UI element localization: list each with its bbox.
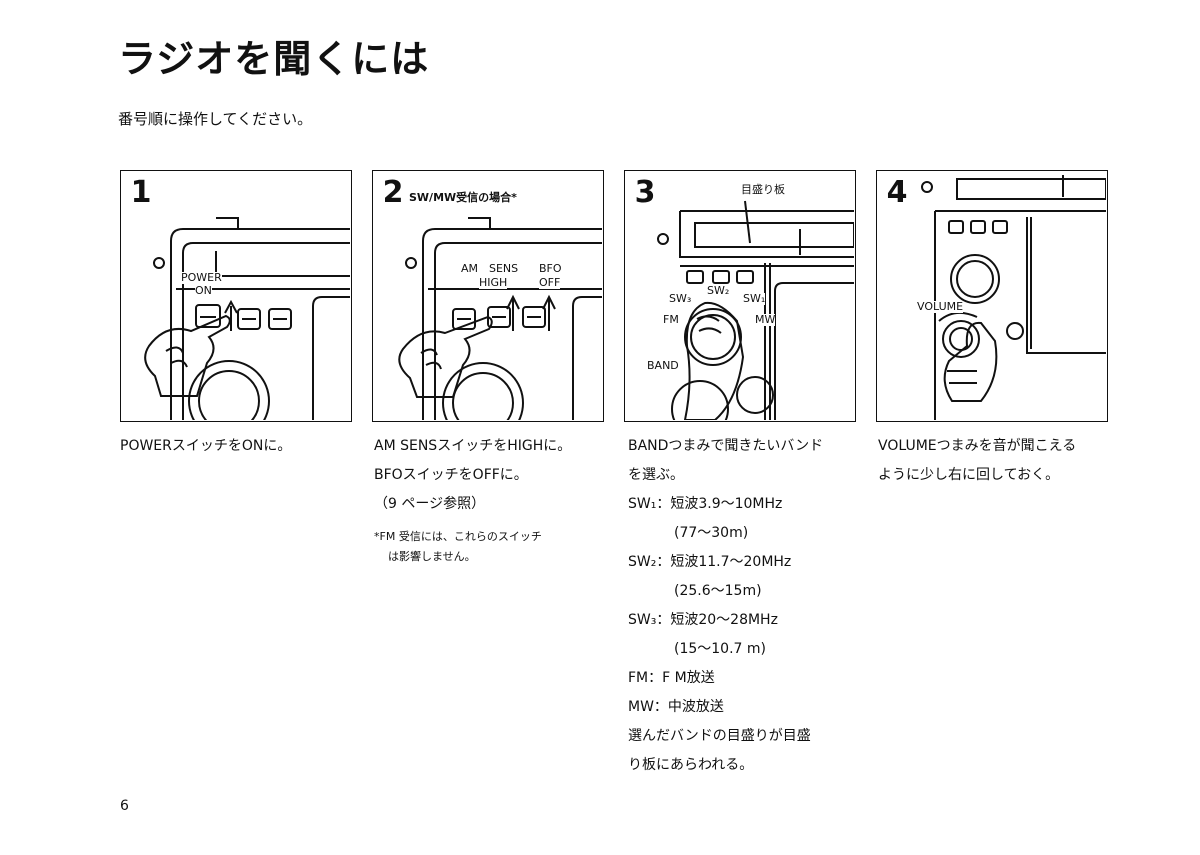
page-number: 6 [120,798,129,814]
step-2-number: 2 [382,175,404,210]
sw-mw-header: SW/MW受信の場合* [409,191,517,204]
step-2-text-line: AM SENSスイッチをHIGHに。 [374,438,572,454]
page-subtitle: 番号順に操作してください。 [118,110,313,128]
sw1-label: SW₁ [743,292,766,305]
step-1-number: 1 [130,175,152,210]
step-1-text-line: POWERスイッチをONに。 [120,438,292,454]
step-3-text-line: (25.6～15m) [674,583,762,599]
radio-volume-knob-drawing [921,175,1106,420]
sens-label: SENS [489,262,519,275]
step-2-illustration: 2 SW/MW受信の場合* AM SENS BFO HIGH OFF [372,170,604,422]
step-4-instructions: VOLUMEつまみを音が聞こえる ように少し右に回しておく。 [878,432,1076,490]
on-label: ON [195,284,212,297]
dial-plate-label: 目盛り板 [741,183,785,196]
step-2-instructions: AM SENSスイッチをHIGHに。 BFOスイッチをOFFに。 （9 ページ参… [374,432,571,567]
step-2-text-line: （9 ページ参照） [374,496,486,512]
step-3-text-line: を選ぶ。 [628,467,684,483]
step-3-instructions: BANDつまみで聞きたいバンド を選ぶ。 SW₁：短波3.9～10MHz (77… [628,432,823,780]
power-label: POWER [181,271,222,284]
step-3-text-line: り板にあらわれる。 [628,757,754,773]
am-label: AM [461,262,479,275]
off-label: OFF [539,276,561,289]
radio-sens-bfo-switch-drawing [398,217,602,420]
step-2-text-line: BFOスイッチをOFFに。 [374,467,528,483]
fm-note-line: *FM 受信には、これらのスイッチ [374,530,542,543]
step-3-text-line: SW₁：短波3.9～10MHz [628,496,783,512]
high-label: HIGH [479,276,508,289]
step-3-text-line: SW₂：短波11.7～20MHz [628,554,792,570]
page-title: ラジオを聞くには [118,37,430,81]
step-1-instructions: POWERスイッチをONに。 [120,432,291,461]
step-3-text-line: BANDつまみで聞きたいバンド [628,438,824,454]
sw2-label: SW₂ [707,284,730,297]
step-1-illustration: 1 POWER ON [120,170,352,422]
step-3-text-line: MW：中波放送 [628,699,724,715]
step-4-illustration: 4 VOLUME [876,170,1108,422]
volume-label: VOLUME [917,300,964,313]
sw3-label: SW₃ [669,292,692,305]
step-3-text-line: (77～30m) [674,525,749,541]
step-3-illustration: 3 目盛り板 SW₃ SW₂ SW₁ FM MW BAND [624,170,856,422]
step-3-text-line: (15～10.7 m) [674,641,766,657]
step-3-text-line: 選んだバンドの目盛りが目盛 [628,728,811,744]
radio-power-switch-drawing [144,217,350,420]
step-3-text-line: FM：F M放送 [628,670,715,686]
step-4-text-line: ように少し右に回しておく。 [878,467,1060,483]
step-3-number: 3 [634,175,656,210]
step-4-text-line: VOLUMEつまみを音が聞こえる [878,438,1077,454]
fm-note-line: は影響しません。 [388,550,476,563]
step-4-number: 4 [886,175,908,210]
band-label: BAND [647,359,679,372]
radio-band-knob-drawing [657,200,854,420]
mw-label: MW [755,313,776,326]
step-3-text-line: SW₃：短波20～28MHz [628,612,778,628]
bfo-label: BFO [539,262,562,275]
fm-label: FM [663,313,679,326]
